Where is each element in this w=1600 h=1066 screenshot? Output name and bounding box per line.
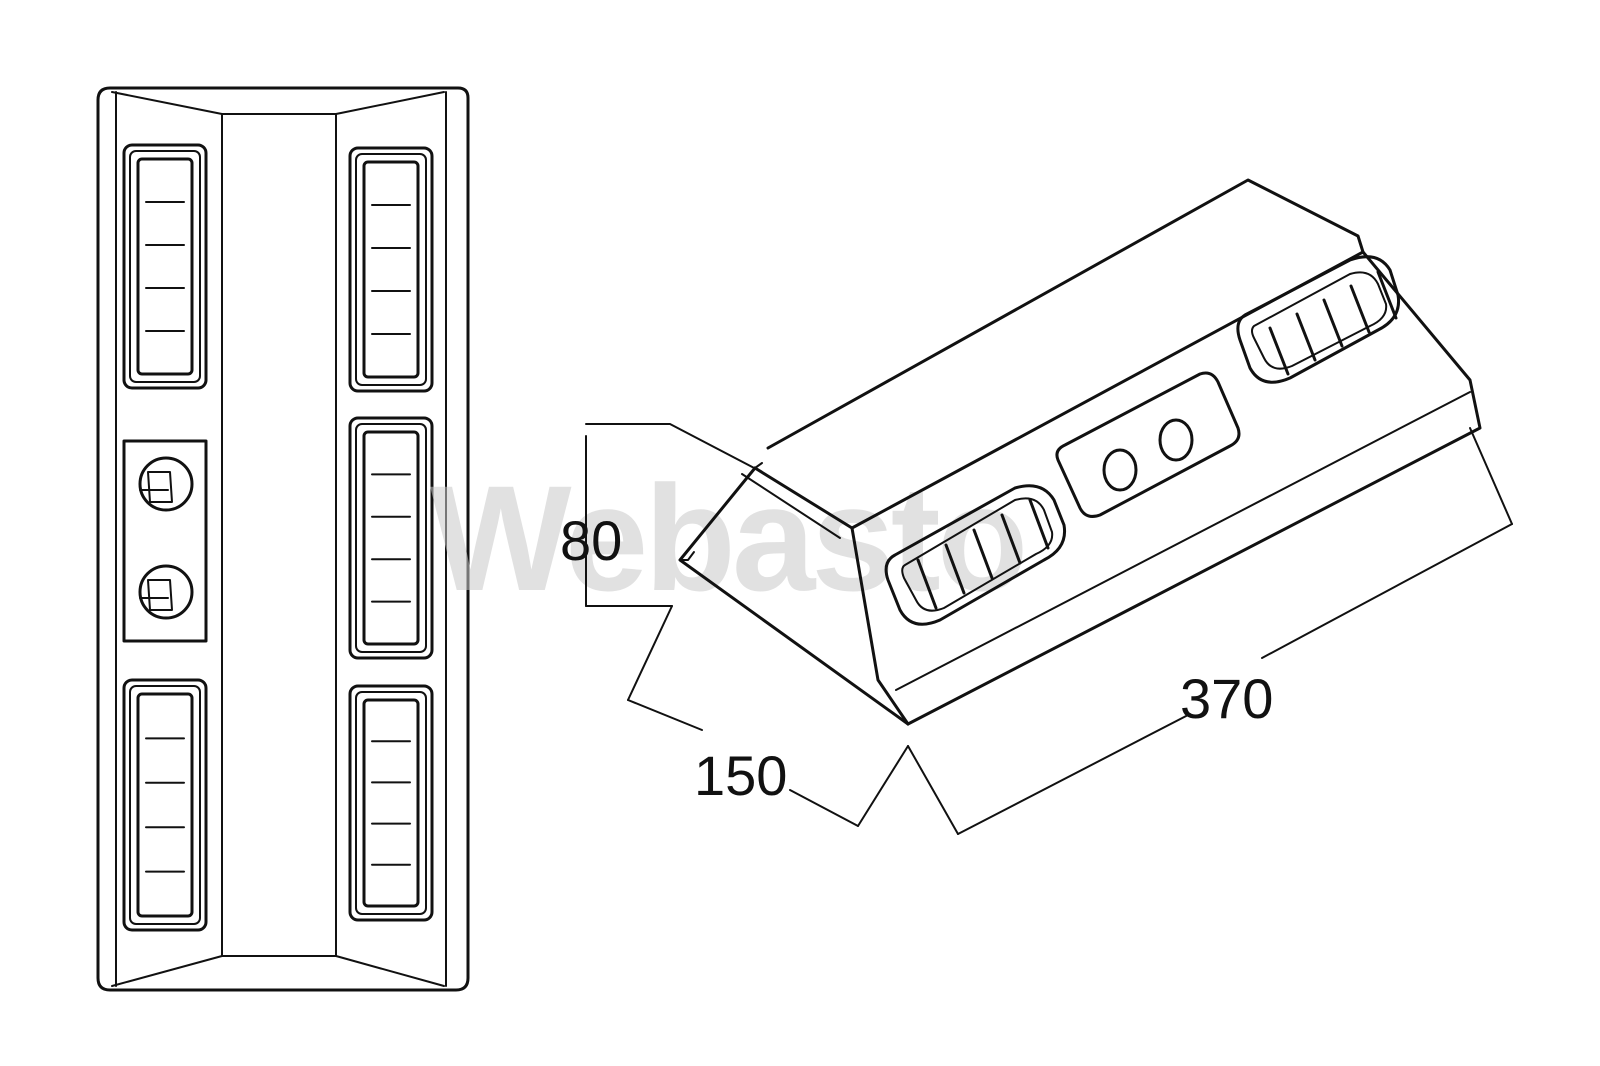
height-label: 80 bbox=[560, 509, 622, 572]
knob-icon bbox=[138, 456, 194, 512]
vent-icon bbox=[1236, 255, 1401, 384]
front-view-panel bbox=[96, 86, 470, 992]
vent-slat bbox=[944, 543, 966, 595]
knob-icon bbox=[1158, 418, 1194, 462]
length-label: 370 bbox=[1180, 667, 1273, 730]
vent-icon bbox=[122, 143, 208, 390]
control-panel bbox=[122, 439, 208, 643]
control-panel bbox=[1055, 371, 1241, 518]
brand-watermark: Webasto bbox=[430, 454, 1028, 622]
vent-slat bbox=[1295, 312, 1317, 362]
vent-icon bbox=[122, 678, 208, 932]
vent-slat bbox=[972, 528, 994, 580]
vent-slat bbox=[1322, 298, 1344, 348]
vent-icon bbox=[884, 484, 1067, 626]
vent-slat bbox=[1349, 284, 1371, 334]
vent-icon bbox=[348, 684, 434, 922]
dimension-length: 370 bbox=[907, 427, 1513, 835]
isometric-view bbox=[678, 178, 1482, 726]
vent-icon bbox=[348, 146, 434, 393]
dimension-depth: 150 bbox=[627, 605, 909, 827]
vent-slat bbox=[916, 558, 938, 610]
vent-slat bbox=[1028, 498, 1050, 550]
watermark-text: Webasto bbox=[430, 454, 1024, 622]
knob-icon bbox=[138, 564, 194, 620]
vent-icon bbox=[348, 416, 434, 660]
depth-label: 150 bbox=[694, 744, 787, 807]
knob-icon bbox=[1102, 448, 1138, 492]
vent-slat bbox=[1268, 326, 1290, 376]
vent-slat bbox=[1000, 513, 1022, 565]
vent-slat bbox=[1376, 270, 1398, 320]
dimension-height: 80 bbox=[560, 423, 759, 607]
